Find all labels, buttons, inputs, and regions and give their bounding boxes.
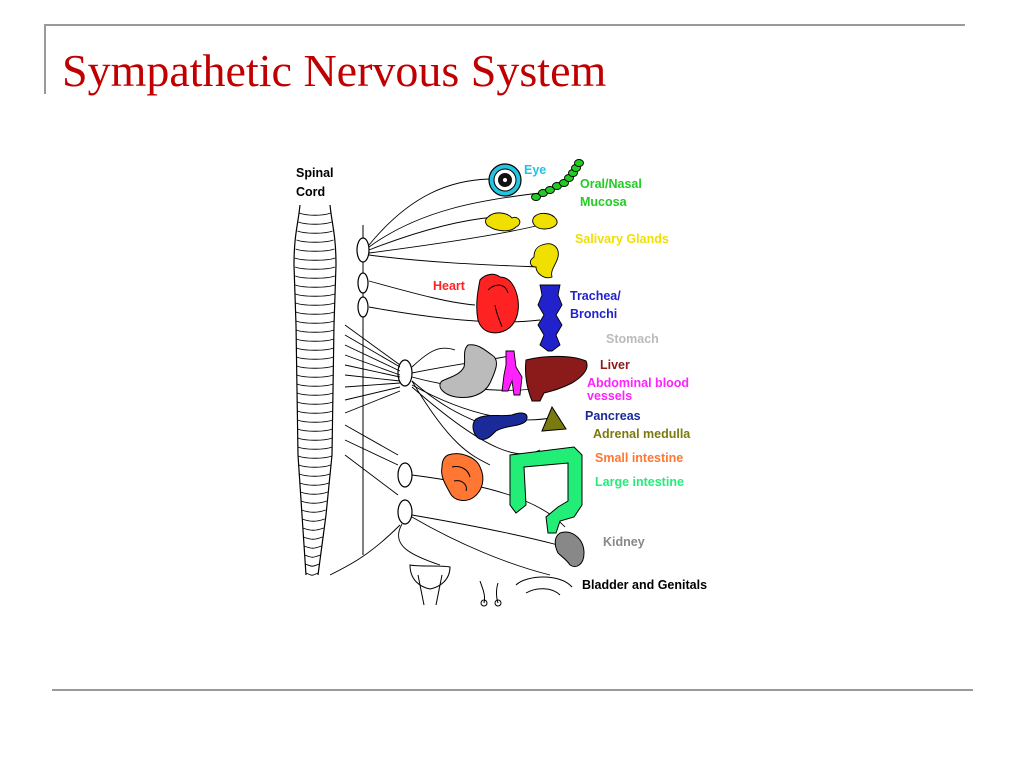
spinal-cord [293, 204, 337, 576]
cord-segment [295, 248, 335, 252]
salivary-label: Salivary Glands [575, 232, 669, 246]
salivary-glands-icon [485, 212, 559, 279]
cord-segment [295, 329, 335, 333]
cord-segment [297, 419, 333, 423]
cord-segment [304, 554, 321, 558]
liver-icon [525, 355, 588, 402]
cord-segment [300, 491, 328, 495]
cord-segment [297, 410, 333, 414]
heart-icon [476, 273, 519, 334]
liver-label: Liver [600, 358, 630, 372]
cord-segment [296, 356, 334, 360]
oral-nasal-label-1: Oral/Nasal [580, 177, 642, 191]
cord-segment [295, 320, 335, 324]
cord-segment [296, 401, 334, 405]
abdominal-vessels-icon [501, 350, 523, 396]
pancreas-icon [472, 412, 528, 440]
cord-segment [295, 293, 335, 297]
spinal-cord-label-2: Cord [296, 185, 325, 199]
cord-segment [296, 374, 334, 378]
cord-segment [298, 464, 331, 468]
small-intestine-label: Small intestine [595, 451, 683, 465]
slide-title: Sympathetic Nervous System [62, 45, 607, 96]
cord-segment [302, 527, 324, 531]
cord-segment [299, 212, 331, 216]
stomach-icon [439, 344, 497, 398]
cord-segment [296, 392, 334, 396]
cord-segment [295, 302, 335, 306]
cord-segment [297, 455, 333, 459]
mucosa-bead [545, 186, 555, 194]
large-intestine-label: Large intestine [595, 475, 684, 489]
cord-segment [305, 563, 320, 567]
cord-segment [295, 311, 335, 315]
cord-segment [294, 257, 336, 261]
frame-top-rule [44, 24, 965, 26]
cord-segment [296, 347, 334, 351]
cord-segment [296, 365, 334, 369]
cord-segment [295, 275, 335, 279]
adrenal-label: Adrenal medulla [593, 427, 691, 441]
trachea-label-2: Bronchi [570, 307, 617, 321]
large-intestine-icon [509, 446, 583, 534]
cord-segment [305, 572, 319, 576]
cord-segment [297, 437, 333, 441]
pancreas-label: Pancreas [585, 409, 641, 423]
cord-segment [300, 500, 327, 504]
bladder-genitals-label: Bladder and Genitals [582, 578, 707, 592]
oral-nasal-mucosa-icon [531, 159, 584, 201]
adrenal-medulla-icon [541, 405, 567, 432]
trachea-bronchi-icon [537, 284, 563, 352]
cord-segment [297, 446, 333, 450]
sympathetic-diagram: Spinal Cord [290, 155, 740, 610]
trachea-label-1: Trachea/ [570, 289, 621, 303]
small-intestine-icon [441, 453, 484, 501]
heart-label: Heart [433, 279, 466, 293]
abdominal-label-2: vessels [587, 389, 632, 403]
cord-segment [297, 428, 333, 432]
oral-nasal-label-2: Mucosa [580, 195, 628, 209]
mucosa-bead [574, 159, 584, 167]
cord-segment [303, 545, 322, 549]
cord-segment [295, 284, 335, 288]
frame-left-rule [44, 24, 46, 94]
abdominal-label-1: Abdominal blood [587, 376, 689, 390]
kidney-label: Kidney [603, 535, 645, 549]
bladder-genitals-icon [409, 564, 573, 607]
cord-segment [298, 221, 332, 225]
eye-label: Eye [524, 163, 546, 177]
cord-segment [294, 266, 336, 270]
kidney-icon [554, 531, 585, 567]
sympathetic-ganglia [356, 225, 413, 555]
cord-segment [299, 473, 330, 477]
cord-segment [301, 509, 326, 513]
cord-segment [295, 338, 335, 342]
cord-segment [296, 383, 334, 387]
cord-segment [299, 482, 329, 486]
spinal-cord-label-1: Spinal [296, 166, 334, 180]
frame-bottom-rule [52, 689, 973, 691]
eye-icon [488, 163, 522, 197]
cord-segment [302, 518, 325, 522]
cord-segment [303, 536, 323, 540]
mucosa-bead [531, 193, 541, 201]
cord-segment [297, 230, 333, 234]
stomach-label: Stomach [606, 332, 659, 346]
cord-segment [296, 239, 334, 243]
